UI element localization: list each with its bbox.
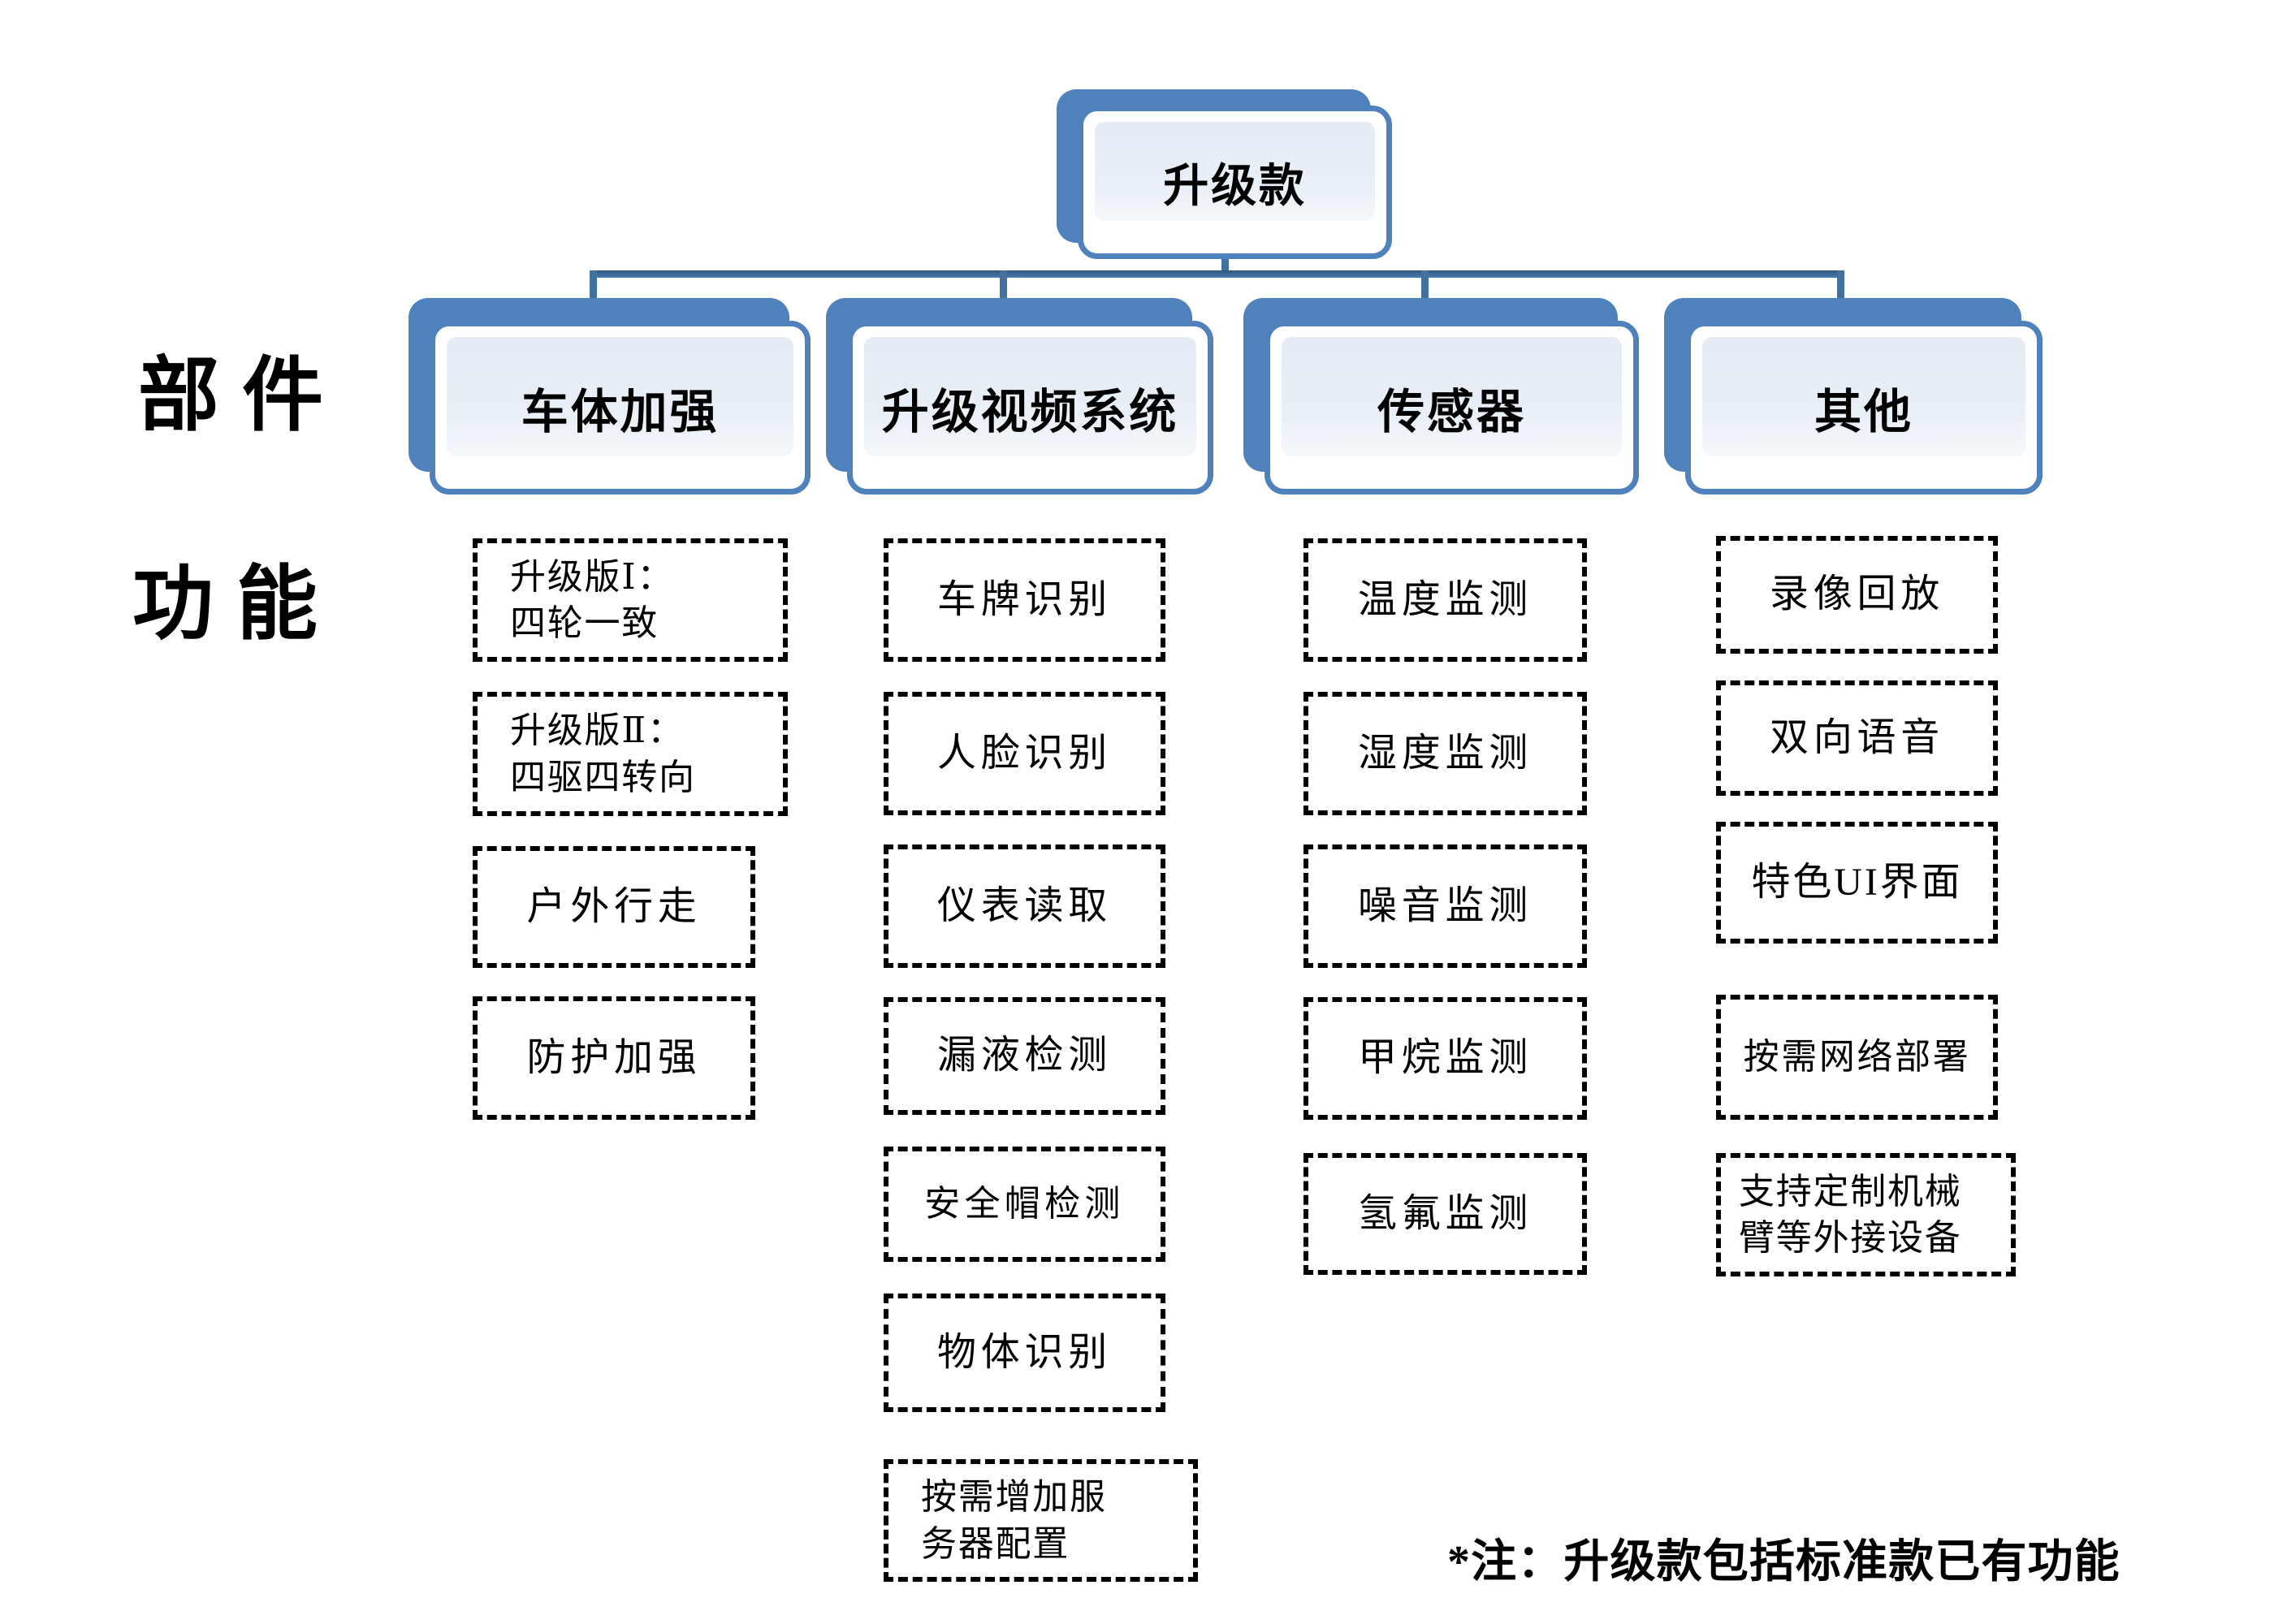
feature-box: 升级版Ⅰ： 四轮一致 [473, 538, 788, 662]
branch-node-others: 其他 [1685, 321, 2043, 495]
feature-box: 户外行走 [473, 846, 755, 968]
branch-node-label: 升级视频系统 [881, 386, 1179, 438]
feature-box: 仪表读取 [884, 844, 1165, 968]
feature-box: 湿度监测 [1303, 692, 1587, 815]
footnote: *注：升级款包括标准款已有功能 [1447, 1537, 2121, 1587]
feature-box: 温度监测 [1303, 538, 1587, 662]
connector-drop-1 [590, 270, 597, 301]
feature-box: 车牌识别 [884, 538, 1165, 662]
branch-node-label: 传感器 [1377, 386, 1526, 438]
feature-box: 防护加强 [473, 996, 755, 1120]
connector-rail [590, 270, 1844, 278]
root-node: 升级款 [1078, 106, 1392, 259]
connector-root-trunk [1221, 246, 1229, 277]
feature-box: 甲烷监测 [1303, 997, 1587, 1120]
feature-box: 录像回放 [1716, 536, 1998, 654]
branch-node-label: 其他 [1814, 386, 1913, 438]
feature-box: 漏液检测 [884, 997, 1165, 1115]
connector-drop-4 [1837, 270, 1844, 301]
branch-node-sensors: 传感器 [1265, 321, 1639, 495]
feature-box: 双向语音 [1716, 680, 1998, 796]
row-label-components: 部件 [138, 351, 346, 441]
feature-box: 安全帽检测 [884, 1147, 1165, 1262]
feature-box: 支持定制机械 臂等外接设备 [1716, 1153, 2016, 1276]
branch-node-body-reinforcement: 车体加强 [430, 321, 811, 495]
feature-box: 氢氟监测 [1303, 1153, 1587, 1275]
connector-drop-2 [1000, 270, 1007, 301]
feature-box: 按需网络部署 [1716, 995, 1998, 1120]
feature-box: 噪音监测 [1303, 844, 1587, 968]
root-node-label: 升级款 [1163, 162, 1307, 212]
connector-drop-3 [1421, 270, 1429, 301]
branch-node-label: 车体加强 [521, 386, 720, 438]
row-label-functions: 功能 [132, 559, 340, 650]
feature-box: 物体识别 [884, 1294, 1165, 1412]
feature-box: 人脸识别 [884, 692, 1165, 815]
feature-box: 按需增加服 务器配置 [884, 1459, 1198, 1582]
feature-box: 升级版Ⅱ： 四驱四转向 [473, 692, 788, 816]
branch-node-video-system: 升级视频系统 [847, 321, 1213, 495]
feature-box: 特色UI界面 [1716, 822, 1998, 944]
